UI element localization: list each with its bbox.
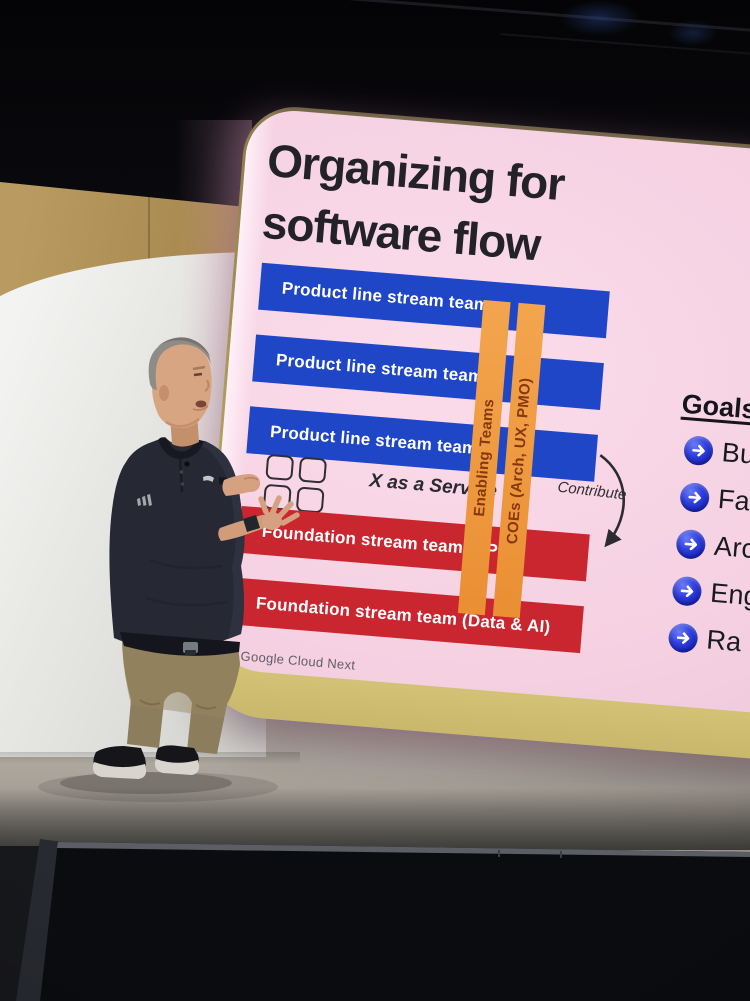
goals-panel: Goals: Buil Fas Arc	[660, 389, 750, 693]
stage-edge-shadow	[0, 788, 750, 850]
presenter-head	[148, 337, 212, 447]
goal-item: Buil	[682, 434, 750, 489]
goal-item: Fas	[679, 481, 750, 536]
presentation-slide: Organizing for software flow Product lin…	[203, 107, 750, 722]
stage-light-bokeh	[560, 0, 640, 36]
arrow-right-circle-icon	[671, 575, 703, 607]
wall-floor-shadow	[0, 752, 300, 764]
presenter-shoes	[92, 745, 200, 779]
arrow-right-circle-icon	[675, 528, 707, 560]
goal-item: Arc	[675, 528, 750, 583]
presenter-arms	[218, 474, 300, 541]
arrow-right-circle-icon	[667, 622, 699, 654]
led-screen-frame: Organizing for software flow Product lin…	[196, 103, 750, 768]
goal-item: Eng	[671, 575, 750, 630]
contribute-arrow-icon	[599, 454, 626, 548]
arrow-right-circle-icon	[682, 435, 715, 467]
goal-item: Ra	[667, 621, 750, 676]
arrow-right-circle-icon	[679, 481, 711, 514]
stage-light-bokeh	[668, 20, 718, 46]
presenter-shadow	[38, 772, 278, 802]
presenter-legs	[122, 636, 240, 754]
